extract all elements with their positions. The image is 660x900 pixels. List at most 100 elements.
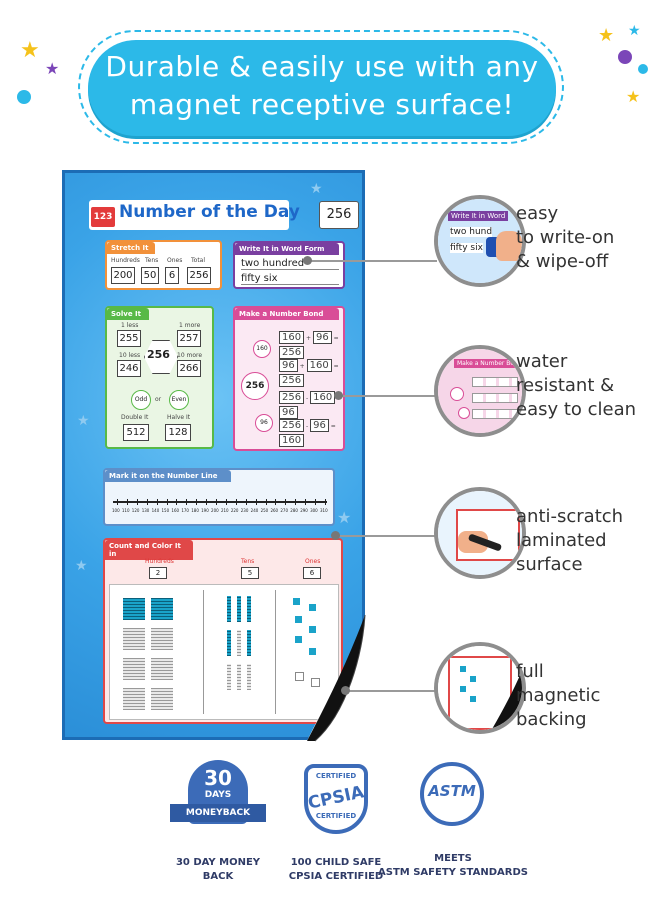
label-1-less: 1 less — [121, 322, 139, 329]
center-hexagon — [144, 340, 178, 374]
one-cube — [470, 676, 476, 682]
bond-row-3: 256 - 160 = 96 — [279, 390, 343, 420]
bond-96-circle: 96 — [255, 414, 273, 432]
solve-it-header: Solve It — [107, 308, 149, 320]
decor-star: ★ — [310, 181, 323, 197]
headline-line1: Durable & easily use with any — [105, 50, 539, 83]
word-form-line2: fifty six — [241, 273, 339, 285]
number-line-tick-label: 150 — [161, 508, 170, 513]
number-line-tick — [196, 499, 198, 505]
number-line-tick-label: 160 — [171, 508, 180, 513]
hundreds-count: 2 — [149, 567, 167, 579]
hundred-block — [151, 688, 173, 710]
bond-row-2: 96 + 160 = 256 — [279, 358, 343, 388]
one-cube — [309, 648, 316, 655]
connector-dot — [334, 391, 343, 400]
feature-circle-write: Write It in Word two hund fifty six — [434, 195, 526, 287]
badge-ring — [420, 762, 484, 826]
decor-star: ★ — [75, 558, 88, 574]
number-line-tick — [166, 499, 168, 505]
number-line-tick — [275, 499, 277, 505]
col-hundreds: Hundreds — [111, 257, 140, 264]
number-line-tick — [295, 499, 297, 505]
decor-star: ★ — [77, 413, 90, 429]
ten-rod — [237, 630, 241, 656]
number-line-tick — [136, 499, 138, 505]
ten-rod — [237, 664, 241, 690]
number-of-day-box: 256 — [319, 201, 359, 229]
hundred-block — [123, 658, 145, 680]
number-line-tick — [265, 499, 267, 505]
value-1-less: 255 — [117, 330, 141, 347]
stretch-tens-value: 50 — [141, 267, 159, 284]
feature-water: water resistant & easy to clean — [516, 351, 637, 420]
hundred-block — [123, 628, 145, 650]
number-line-tick-label: 240 — [250, 508, 259, 513]
poster: 123 Number of the Day 256 Stretch It Hun… — [62, 170, 365, 740]
ones-label: Ones — [305, 558, 321, 565]
bond-row-1: 160 + 96 = 256 — [279, 330, 343, 360]
number-line-tick-label: 110 — [121, 508, 130, 513]
hand-icon — [496, 231, 522, 261]
one-cube — [295, 616, 302, 623]
number-line-tick-label: 280 — [290, 508, 298, 513]
ten-rod — [227, 596, 231, 622]
feature-magnet: full magnetic backing — [516, 661, 601, 730]
bond-row-4: 256 - 96 = 160 — [279, 418, 343, 448]
feature-write: easy to write-on & wipe-off — [516, 203, 615, 272]
star-icon: ★ — [628, 23, 641, 39]
number-line-tick-label: 100 — [112, 508, 120, 513]
col-ones: Ones — [167, 257, 183, 264]
one-cube — [460, 686, 466, 692]
number-line-tick-label: 270 — [280, 508, 289, 513]
connector-dot — [331, 531, 340, 540]
one-cube — [470, 696, 476, 702]
poster-title-badge: 123 — [91, 207, 115, 227]
solve-it-panel: Solve It 1 less 1 more 255 257 256 10 le… — [105, 306, 214, 449]
headline-text: Durable & easily use with any magnet rec… — [88, 48, 556, 124]
number-bond-header: Make a Number Bond — [235, 308, 339, 320]
star-icon: ★ — [598, 25, 615, 46]
number-line-tick — [126, 499, 128, 505]
number-line-tick — [176, 499, 178, 505]
astm-badge: ASTM — [412, 762, 492, 842]
dot-icon — [17, 90, 31, 104]
circle-bond-row — [472, 377, 518, 387]
number-line-tick-label: 300 — [310, 508, 318, 513]
count-color-header: Count and Color It in — [105, 540, 193, 560]
value-10-less: 246 — [117, 360, 141, 377]
number-line-tick-label: 170 — [181, 508, 189, 513]
circle-bond-row — [472, 409, 518, 419]
one-cube — [460, 666, 466, 672]
circle-write-header: Write It in Word — [448, 211, 509, 221]
cpsia-badge: CERTIFIED CPSIA CERTIFIED — [296, 760, 376, 840]
number-line-tick-label: 250 — [260, 508, 269, 513]
one-cube — [311, 678, 320, 687]
badge-cpsia-top: CERTIFIED — [315, 772, 357, 780]
stretch-it-panel: Stretch It Hundreds Tens Ones Total 200 … — [105, 240, 222, 290]
poster-title: Number of the Day — [119, 202, 300, 222]
value-1-more: 257 — [177, 330, 201, 347]
badge-days-number: 30 — [204, 766, 232, 790]
value-double: 512 — [123, 424, 149, 441]
one-cube — [295, 636, 302, 643]
word-form-header: Write It in Word Form — [235, 243, 339, 255]
connector-dot — [303, 256, 312, 265]
ten-rod — [247, 630, 251, 656]
word-form-panel: Write It in Word Form two hundred fifty … — [233, 241, 345, 289]
badge-shield — [304, 764, 368, 834]
caption-moneyback: 30 DAY MONEY BACK — [175, 857, 261, 882]
label-10-less: 10 less — [119, 352, 141, 359]
one-cube — [295, 672, 304, 681]
number-line — [113, 501, 327, 503]
number-line-tick — [285, 499, 287, 505]
badge-astm: ASTM — [428, 782, 476, 800]
number-line-tick — [206, 499, 208, 505]
magnetic-curl — [491, 670, 522, 730]
stretch-total-value: 256 — [187, 267, 211, 284]
number-line-tick-label: 200 — [211, 508, 219, 513]
badge-days-word: DAYS — [204, 790, 232, 800]
stretch-ones-value: 6 — [165, 267, 179, 284]
